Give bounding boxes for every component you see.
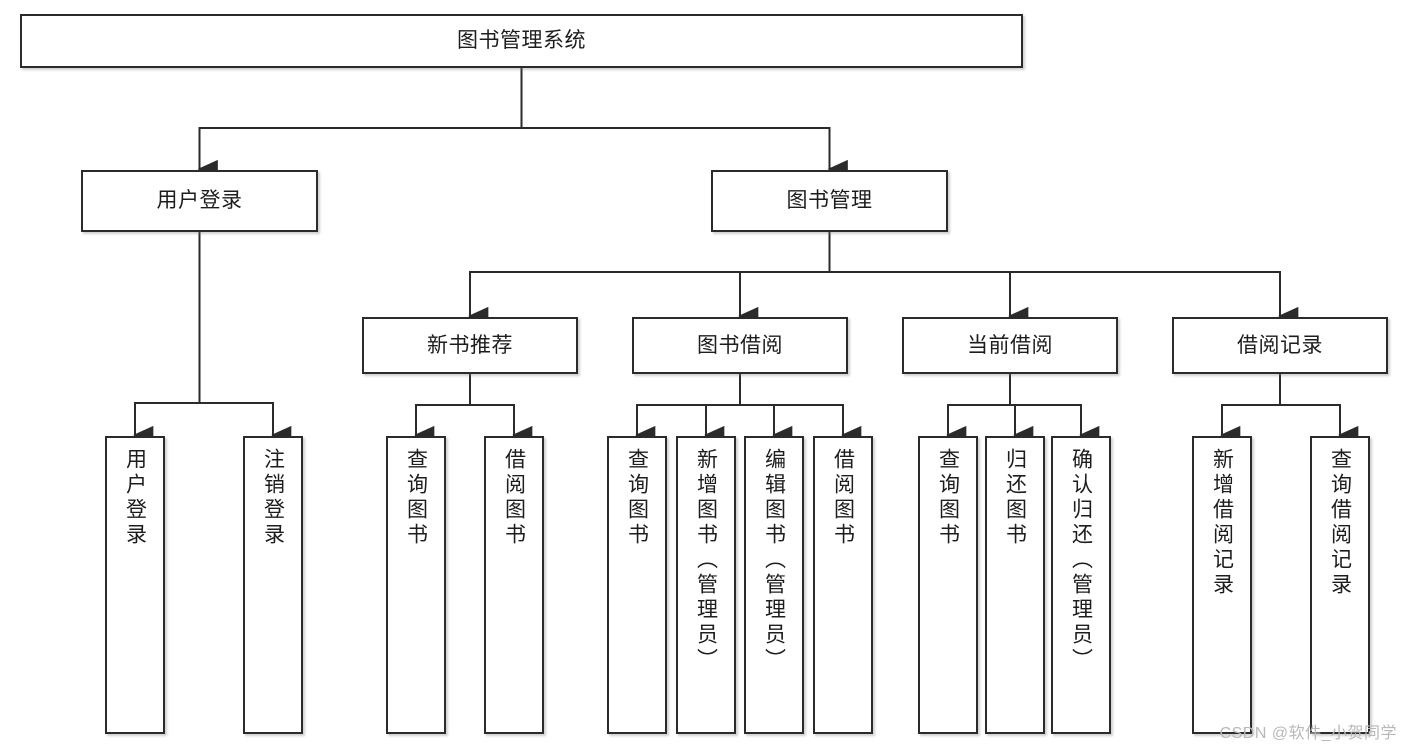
node-label: 借阅记录 bbox=[1237, 333, 1323, 357]
node-label: 查询图书 bbox=[936, 448, 960, 548]
node-book-manage[interactable]: 图书管理 bbox=[711, 170, 948, 232]
node-label: 用户登录 bbox=[156, 189, 243, 213]
node-label: 编辑图书（管理员） bbox=[762, 448, 786, 673]
node-label: 查询借阅记录 bbox=[1328, 448, 1352, 598]
node-leaf-logout[interactable]: 注销登录 bbox=[243, 436, 303, 734]
node-book-borrow[interactable]: 图书借阅 bbox=[632, 317, 848, 374]
node-leaf-query-book-1[interactable]: 查询图书 bbox=[386, 436, 446, 734]
node-label: 图书借阅 bbox=[697, 333, 783, 357]
node-label: 查询图书 bbox=[625, 448, 649, 548]
node-leaf-user-login[interactable]: 用户登录 bbox=[105, 436, 165, 734]
node-leaf-query-record[interactable]: 查询借阅记录 bbox=[1310, 436, 1370, 734]
node-label: 查询图书 bbox=[404, 448, 428, 548]
node-leaf-borrow-book-2[interactable]: 借阅图书 bbox=[813, 436, 873, 734]
node-root[interactable]: 图书管理系统 bbox=[20, 14, 1023, 68]
watermark-text: CSDN @软件_小贺同学 bbox=[1219, 725, 1397, 742]
node-label: 确认归还（管理员） bbox=[1069, 448, 1093, 673]
node-label: 当前借阅 bbox=[967, 333, 1053, 357]
connector-lines bbox=[133, 67, 1359, 445]
node-leaf-edit-book[interactable]: 编辑图书（管理员） bbox=[744, 436, 804, 734]
node-user-login[interactable]: 用户登录 bbox=[81, 170, 318, 232]
node-label: 借阅图书 bbox=[831, 448, 855, 548]
node-label: 图书管理 bbox=[786, 189, 873, 213]
node-leaf-confirm-return[interactable]: 确认归还（管理员） bbox=[1051, 436, 1111, 734]
node-leaf-query-book-2[interactable]: 查询图书 bbox=[607, 436, 667, 734]
node-leaf-add-book[interactable]: 新增图书（管理员） bbox=[676, 436, 736, 734]
node-current-borrow[interactable]: 当前借阅 bbox=[902, 317, 1118, 374]
node-leaf-add-record[interactable]: 新增借阅记录 bbox=[1192, 436, 1252, 734]
node-leaf-return-book[interactable]: 归还图书 bbox=[985, 436, 1045, 734]
node-label: 注销登录 bbox=[261, 448, 285, 548]
node-label: 新书推荐 bbox=[427, 333, 513, 357]
node-borrow-record[interactable]: 借阅记录 bbox=[1172, 317, 1388, 374]
node-label: 图书管理系统 bbox=[457, 29, 586, 53]
node-leaf-borrow-book-1[interactable]: 借阅图书 bbox=[484, 436, 544, 734]
node-label: 归还图书 bbox=[1003, 448, 1027, 548]
node-leaf-query-book-3[interactable]: 查询图书 bbox=[918, 436, 978, 734]
node-label: 新增借阅记录 bbox=[1210, 448, 1234, 598]
node-label: 借阅图书 bbox=[502, 448, 526, 548]
node-label: 新增图书（管理员） bbox=[694, 448, 718, 673]
node-new-book-recommend[interactable]: 新书推荐 bbox=[362, 317, 578, 374]
node-label: 用户登录 bbox=[123, 448, 147, 548]
